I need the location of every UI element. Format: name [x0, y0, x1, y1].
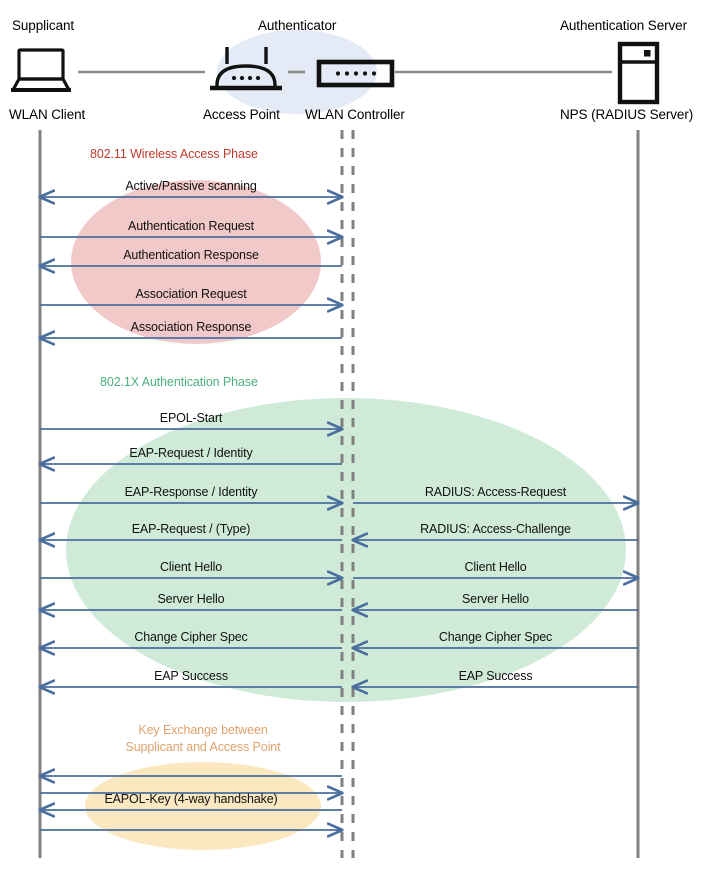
message-right-label: Server Hello [462, 592, 529, 606]
message-left-label: EAP Success [154, 669, 228, 683]
message-right-label: Change Cipher Spec [438, 630, 553, 644]
server-icon [617, 41, 660, 105]
actor-role-authenticator: Authenticator [258, 18, 337, 33]
phase-label-wireless-access: 802.11 Wireless Access Phase [90, 147, 258, 161]
message-left-label: Authentication Response [123, 248, 259, 262]
message-right-label: RADIUS: Access-Challenge [420, 522, 571, 536]
message-left-label: Association Request [135, 287, 247, 301]
actor-device-access-point: Access Point [203, 107, 280, 122]
phase-label-key-exchange-line1: Key Exchange between [138, 723, 268, 737]
laptop-icon [11, 48, 71, 92]
message-right-label: Client Hello [464, 560, 527, 574]
phase-ellipse-wireless-access [71, 180, 321, 344]
phase-label-key-exchange: Key Exchange between Supplicant and Acce… [103, 722, 303, 756]
left-message-arrows [40, 197, 342, 830]
message-left-label: Active/Passive scanning [125, 179, 257, 193]
right-message-arrows [353, 503, 638, 687]
message-left-label: Change Cipher Spec [134, 630, 248, 644]
actor-role-supplicant: Supplicant [12, 18, 75, 33]
actor-device-wlan-controller: WLAN Controller [305, 107, 405, 122]
message-left-label: EAP-Request / (Type) [131, 522, 251, 536]
actor-device-wlan-client: WLAN Client [9, 107, 86, 122]
message-left-label: EPOL-Start [159, 411, 223, 425]
message-right-label: RADIUS: Access-Request [424, 485, 567, 499]
actor-role-auth-server: Authentication Server [560, 18, 687, 33]
wireless-router-icon [210, 47, 282, 91]
message-left-label: Client Hello [159, 560, 223, 574]
message-left-label: Association Response [130, 320, 252, 334]
phase-label-dot1x-auth: 802.1X Authentication Phase [100, 375, 258, 389]
message-left-label: Authentication Request [128, 219, 254, 233]
message-left-label: Server Hello [157, 592, 225, 606]
phase-label-key-exchange-line2: Supplicant and Access Point [125, 740, 281, 754]
phase-ellipse-dot1x-auth [66, 398, 626, 702]
message-left-label: EAP-Response / Identity [124, 485, 258, 499]
phase-ellipse-key-exchange [85, 762, 321, 850]
message-right-label: EAP Success [458, 669, 533, 683]
switch-icon [316, 59, 395, 88]
actor-device-nps: NPS (RADIUS Server) [560, 107, 694, 122]
message-left-label: EAPOL-Key (4-way handshake) [104, 792, 278, 806]
message-left-label: EAP-Request / Identity [129, 446, 253, 460]
